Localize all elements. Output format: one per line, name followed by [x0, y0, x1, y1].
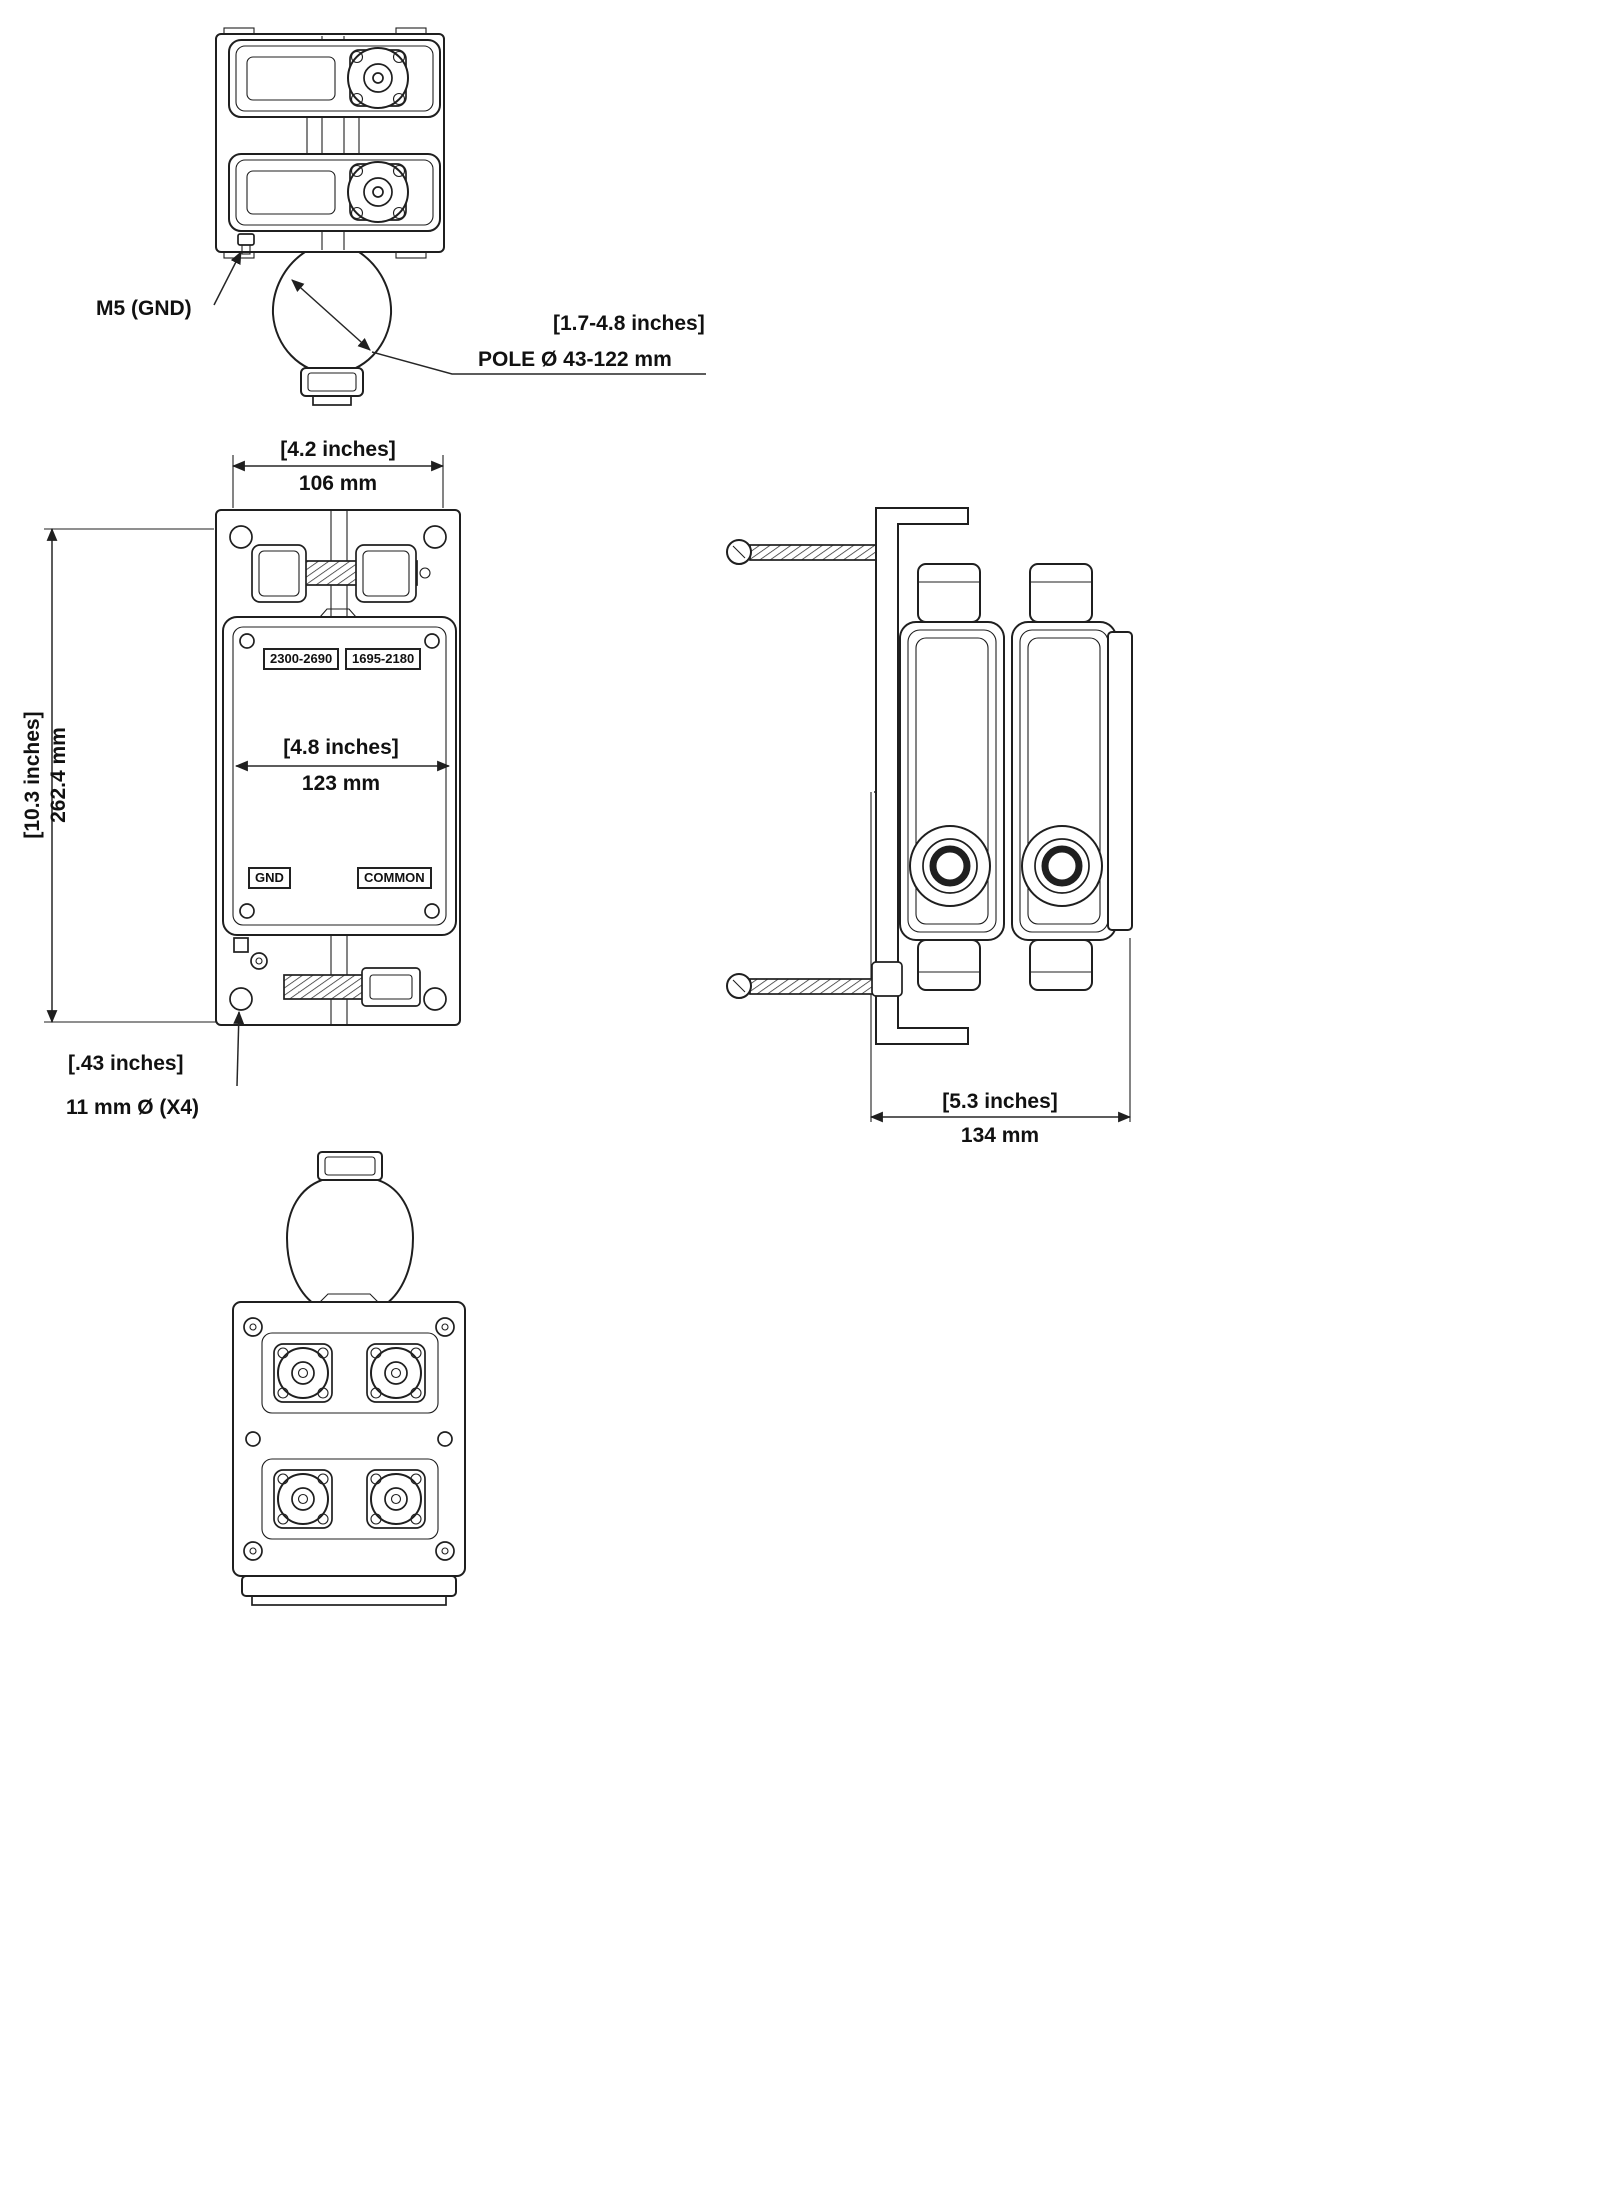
pole-diameter-arrow [291, 279, 371, 351]
height-inches-label: [10.3 inches] [21, 711, 44, 839]
n-connector-bottom-4 [366, 1469, 426, 1529]
pole-range-inches-label: [1.7-4.8 inches] [553, 312, 705, 335]
hole-inches-label: [.43 inches] [68, 1052, 184, 1075]
n-connector-bottom-1 [273, 1343, 333, 1403]
height-mm-label: 262.4 mm [47, 727, 70, 823]
n-connector-bottom-2 [366, 1343, 426, 1403]
main-body-front [222, 608, 457, 936]
threaded-rod-bottom [283, 974, 365, 1000]
side-connector-1 [909, 825, 991, 907]
mounting-bolt-top [726, 539, 877, 565]
width-inches-label: [4.2 inches] [280, 438, 396, 461]
n-connector-top-1 [347, 47, 409, 109]
m5-ground-label: M5 (GND) [96, 297, 192, 320]
side-view [726, 507, 1133, 1123]
connector-caps-side [917, 563, 1093, 991]
n-connector-bottom-3 [273, 1469, 333, 1529]
n-connector-top-2 [347, 161, 409, 223]
gnd-port-label: GND [248, 867, 291, 889]
body-bottom-view [232, 1293, 466, 1606]
hole-spec-label: 11 mm Ø (X4) [66, 1096, 200, 1119]
pole-label-leader [371, 351, 706, 375]
bracket-nut [871, 961, 903, 997]
inner-width-mm-label: 123 mm [301, 772, 381, 795]
inner-width-inches-label: [4.8 inches] [283, 736, 399, 759]
band-label-1695-2180: 1695-2180 [345, 648, 422, 670]
height-dimension [44, 527, 234, 1024]
m5-ground-bolt [237, 233, 255, 255]
depth-mm-label: 134 mm [960, 1124, 1040, 1147]
height-dimension-label: [10.3 inches] 262.4 mm [20, 657, 72, 893]
side-connector-2 [1021, 825, 1103, 907]
width-mm-label: 106 mm [298, 472, 378, 495]
mount-hole-leader [233, 1010, 245, 1087]
right-plate [1107, 631, 1133, 931]
front-view [44, 455, 461, 1087]
common-port-label: COMMON [357, 867, 432, 889]
band-label-2300-2690: 2300-2690 [263, 648, 340, 670]
width-dimension [231, 455, 445, 508]
bottom-view [232, 1151, 466, 1606]
top-view [213, 27, 706, 406]
pole-clamp-top [271, 251, 393, 406]
pole-clamp-bottom [285, 1151, 415, 1305]
depth-inches-label: [5.3 inches] [942, 1090, 1058, 1113]
top-clamp-mechanism [251, 510, 431, 616]
m5-label-arrow [213, 251, 242, 306]
bottom-clamp-mechanism [233, 935, 421, 1025]
pole-diameter-label: POLE Ø 43-122 mm [478, 348, 672, 371]
mounting-bolt-bottom [726, 973, 877, 999]
